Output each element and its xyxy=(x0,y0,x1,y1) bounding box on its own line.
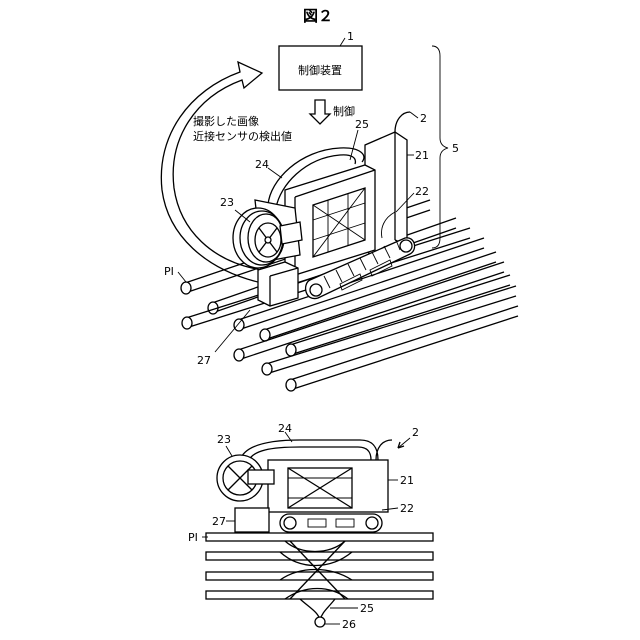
leader-24-top xyxy=(268,168,282,178)
label-27-top: 27 xyxy=(197,354,211,367)
sensor-top xyxy=(258,262,298,306)
control-label: 制御 xyxy=(333,104,355,118)
feedback-text-1: 撮影した画像 xyxy=(193,114,259,128)
robot-xbox-side xyxy=(288,468,352,508)
label-21-top: 21 xyxy=(415,149,429,162)
label-pi-side: PI xyxy=(188,531,198,544)
label-21-side: 21 xyxy=(400,474,414,487)
label-1: 1 xyxy=(347,30,354,43)
label-27-side: 27 xyxy=(212,515,226,528)
label-25-side: 25 xyxy=(360,602,374,615)
leader-pi-top xyxy=(178,272,186,282)
leader-25-top xyxy=(350,130,358,160)
sensor-side xyxy=(235,508,269,532)
label-26-side: 26 xyxy=(342,618,356,631)
bracket-5 xyxy=(432,46,448,248)
label-22-side: 22 xyxy=(400,502,414,515)
cable-25-top xyxy=(395,112,410,132)
label-23-top: 23 xyxy=(220,196,234,209)
label-pi-top: PI xyxy=(164,265,174,278)
label-25-top: 25 xyxy=(355,118,369,131)
leader-1 xyxy=(340,38,345,46)
label-24-top: 24 xyxy=(255,158,269,171)
label-23-side: 23 xyxy=(217,433,231,446)
feedback-text-2: 近接センサの検出値 xyxy=(193,129,292,143)
label-24-side: 24 xyxy=(278,422,292,435)
leader-23-side xyxy=(226,446,232,456)
figure-title: 図２ xyxy=(303,7,333,25)
reel-side xyxy=(217,455,274,501)
cable-24-side xyxy=(240,440,378,460)
label-22-top: 22 xyxy=(415,185,429,198)
crawler-side xyxy=(280,514,382,532)
label-5: 5 xyxy=(452,142,459,155)
leader-27-top xyxy=(215,310,250,352)
label-2-side: 2 xyxy=(412,426,419,439)
leader-2-top xyxy=(410,112,418,118)
control-device-label: 制御装置 xyxy=(298,63,342,77)
control-arrow xyxy=(310,100,330,124)
label-2-top: 2 xyxy=(420,112,427,125)
